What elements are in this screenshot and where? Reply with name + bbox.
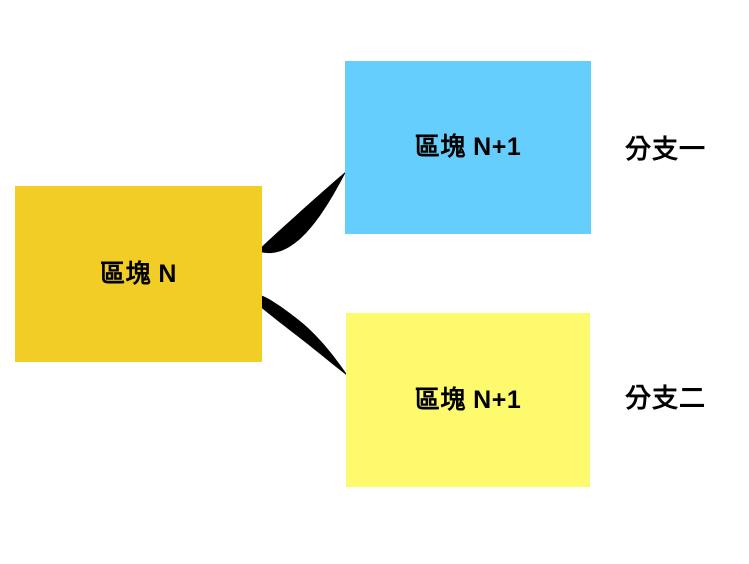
node-block-n: 區塊 N [15, 186, 262, 362]
connector-upper-arrow [250, 171, 347, 264]
branch-label-one: 分支一 [625, 134, 707, 164]
node-block-n1-branch-one-label: 區塊 N+1 [414, 133, 522, 161]
connector-lower-arrow [250, 293, 349, 377]
branch-label-two: 分支二 [625, 383, 707, 413]
node-block-n1-branch-two: 區塊 N+1 [346, 313, 590, 487]
node-block-n1-branch-two-label: 區塊 N+1 [414, 385, 522, 414]
node-block-n1-branch-one: 區塊 N+1 [345, 61, 591, 234]
node-block-n-label: 區塊 N [99, 259, 177, 288]
